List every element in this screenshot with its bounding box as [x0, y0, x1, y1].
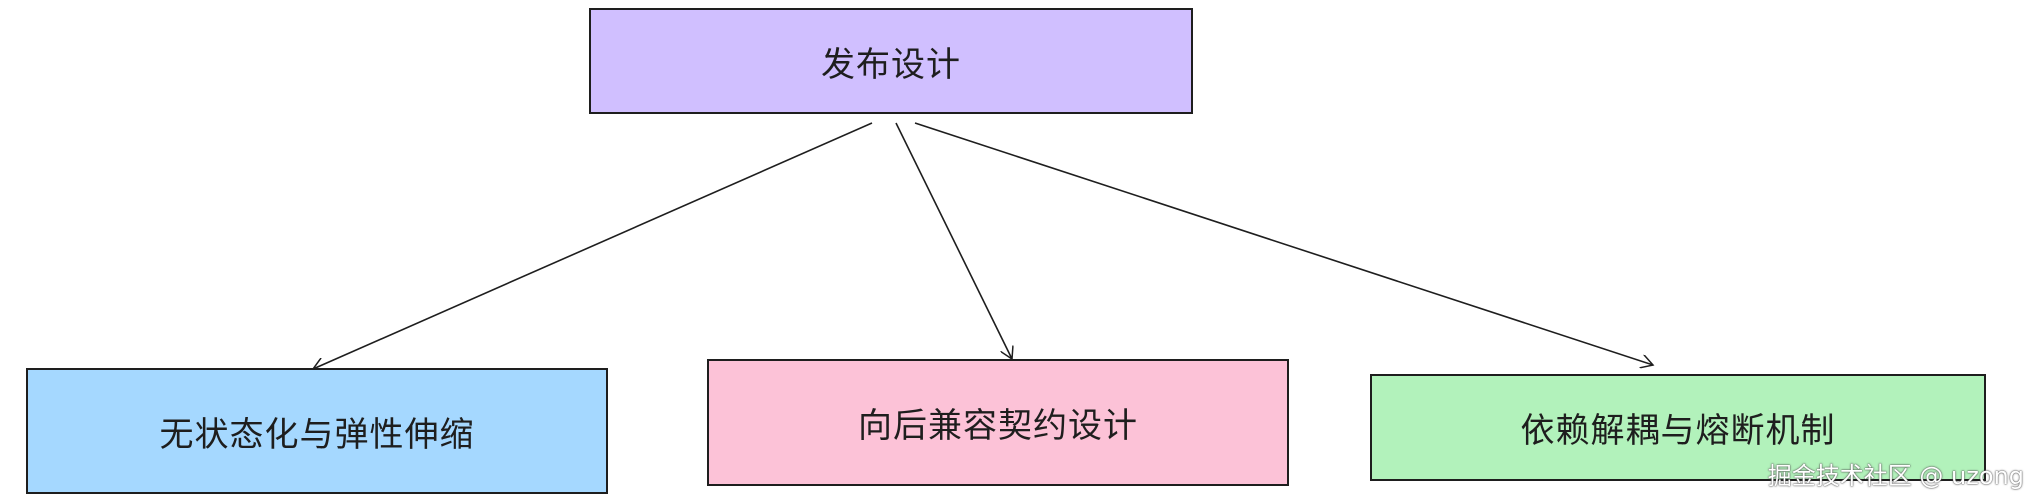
- arrow-to-compat: [895, 122, 1012, 359]
- root-node-label: 发布设计: [821, 44, 961, 85]
- arrow-to-decouple: [914, 122, 1653, 365]
- child-node-stateless: 无状态化与弹性伸缩: [26, 368, 608, 494]
- child-node-compat: 向后兼容契约设计: [707, 359, 1289, 486]
- arrow-to-stateless: [313, 122, 873, 369]
- child-node-label: 向后兼容契约设计: [858, 406, 1138, 446]
- child-node-decouple: 依赖解耦与熔断机制: [1370, 374, 1986, 481]
- child-node-label: 无状态化与弹性伸缩: [159, 414, 475, 455]
- root-node: 发布设计: [589, 8, 1193, 114]
- child-node-label: 依赖解耦与熔断机制: [1520, 411, 1836, 451]
- watermark: 掘金技术社区 @ uzong: [1767, 462, 2024, 490]
